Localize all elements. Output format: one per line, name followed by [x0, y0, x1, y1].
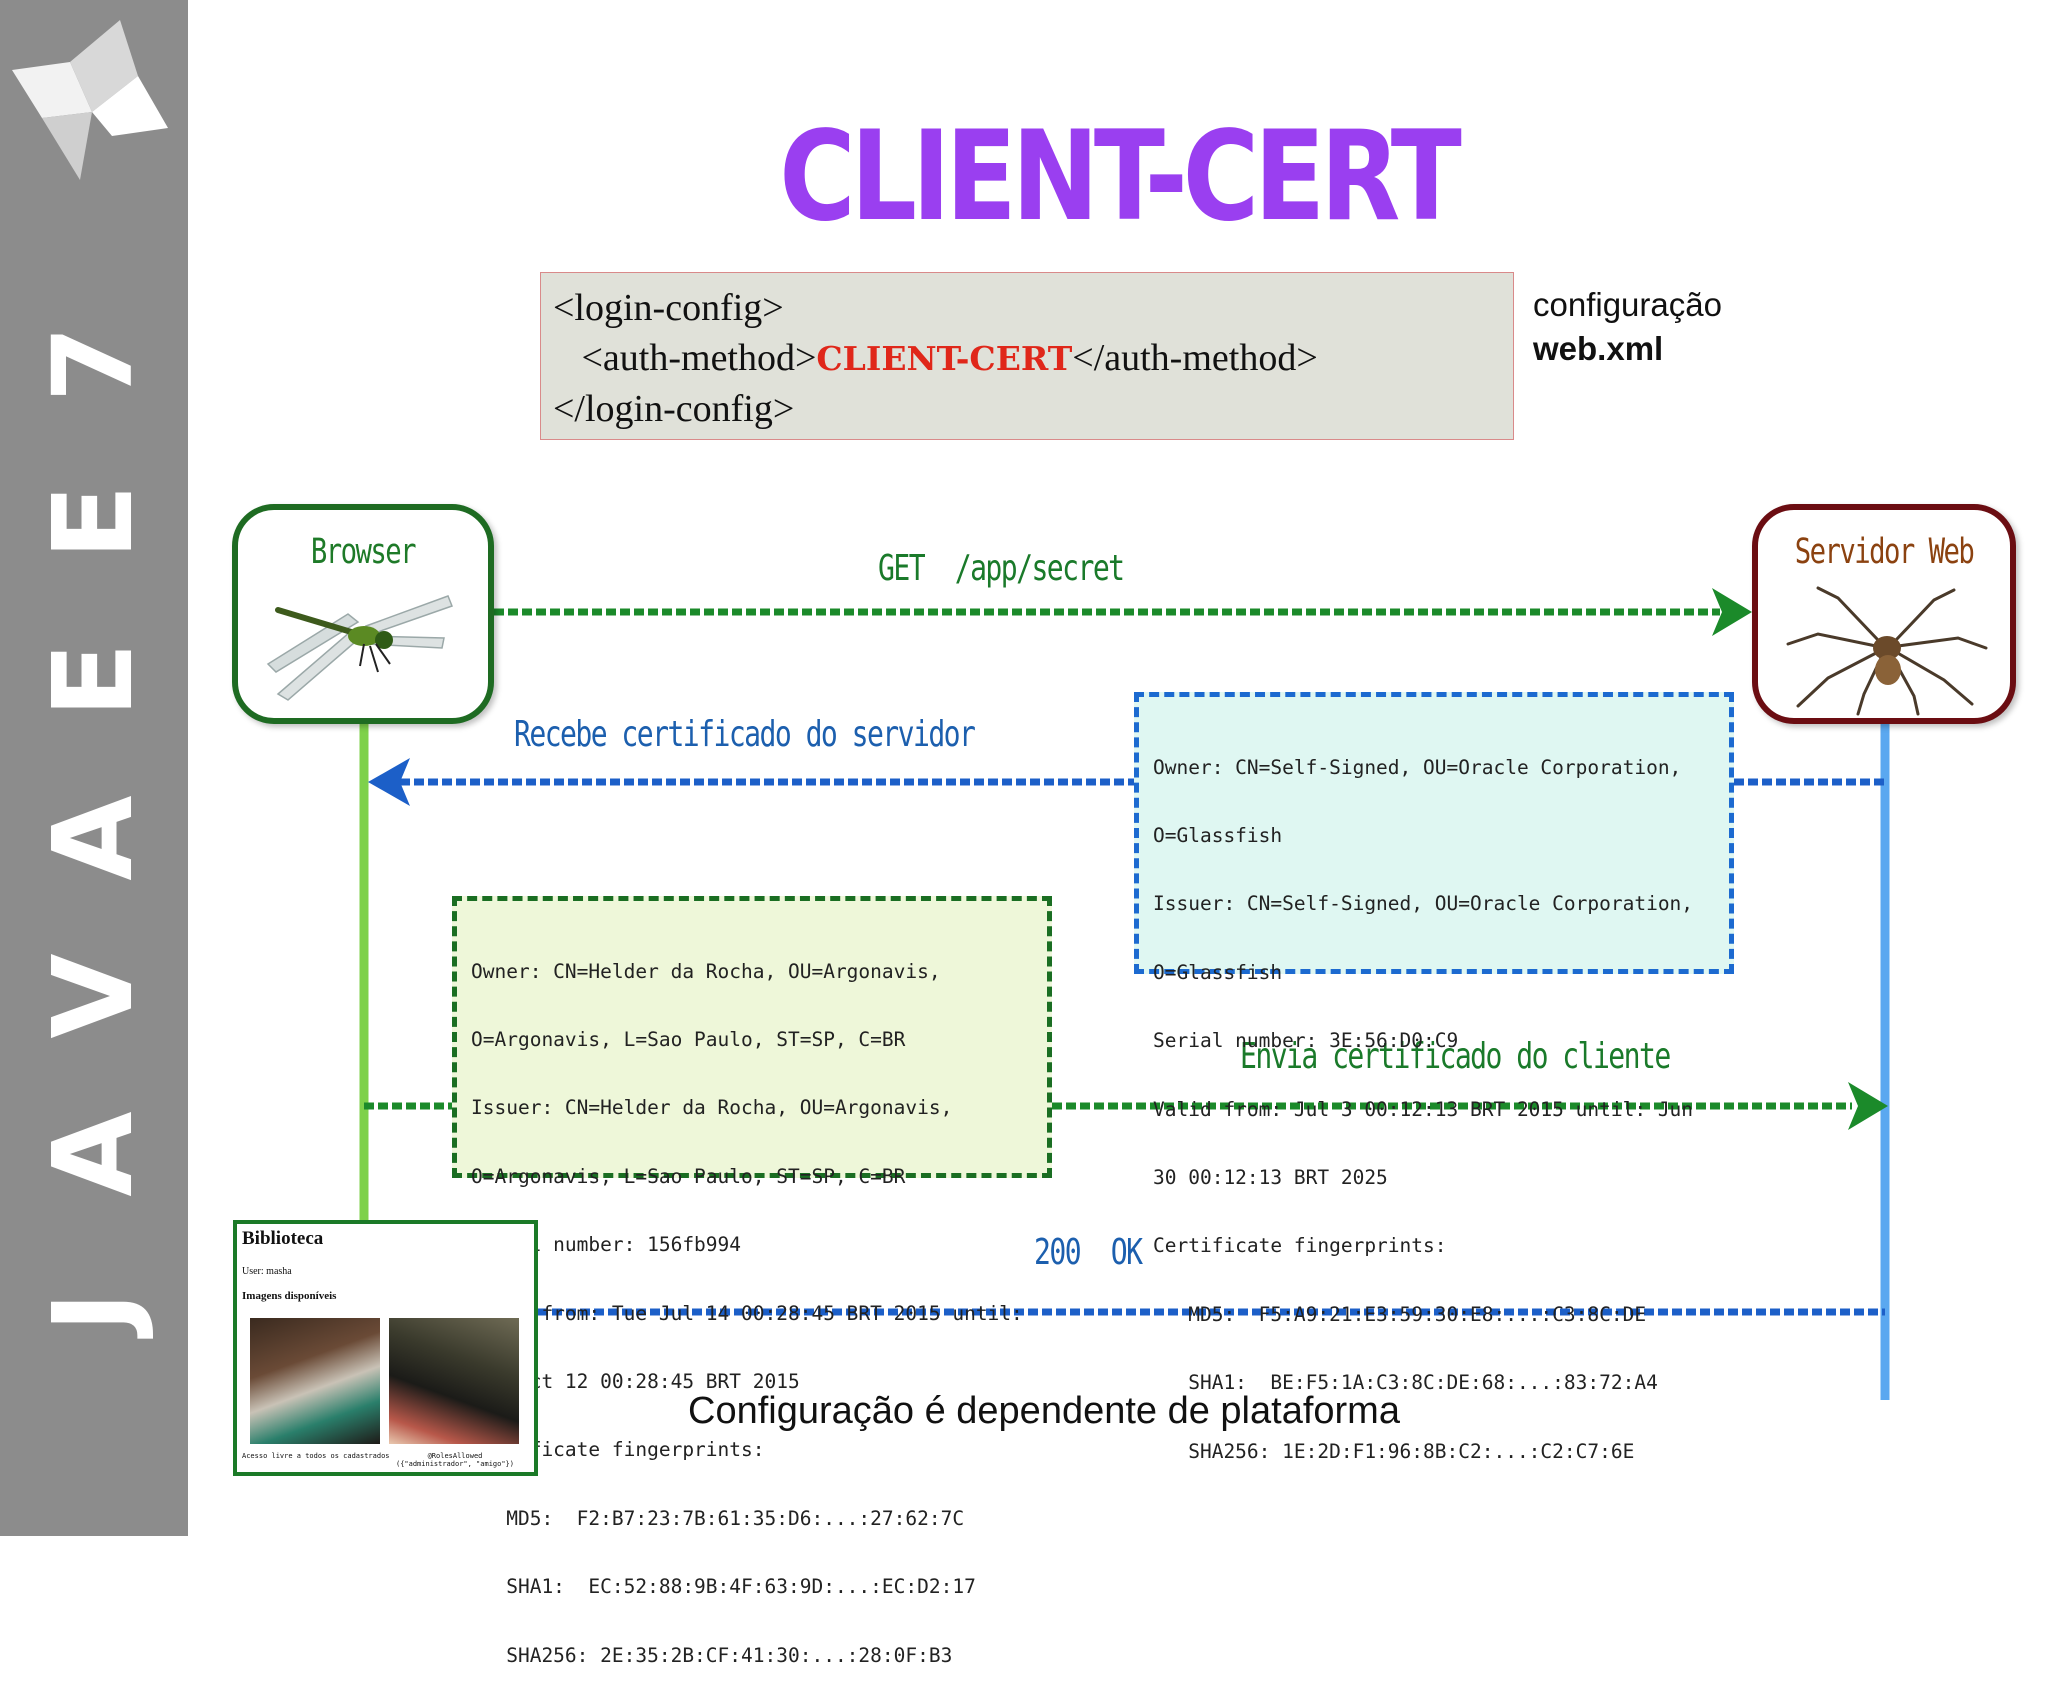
message-send-label: Envia certificado do cliente: [1240, 1036, 1671, 1077]
server-certificate: Owner: CN=Self-Signed, OU=Oracle Corpora…: [1134, 692, 1734, 1462]
dragonfly-icon: [266, 595, 453, 701]
sequence-diagram: [359, 588, 1890, 1400]
cert-line: Owner: CN=Helder da Rocha, OU=Argonavis,: [471, 959, 941, 983]
code-line-2: <auth-method>CLIENT-CERT</auth-method>: [553, 333, 1513, 384]
slide-title: CLIENT-CERT: [779, 105, 1462, 249]
cert-line: Owner: CN=Self-Signed, OU=Oracle Corpora…: [1153, 755, 1682, 779]
app-images-heading: Imagens disponíveis: [242, 1290, 337, 1302]
cert-line: Valid from: Tue Jul 14 00:28:45 BRT 2015…: [471, 1301, 1023, 1325]
java-ee-logo-icon: [12, 20, 168, 180]
app-photo: [250, 1318, 380, 1444]
code-open-tag: <auth-method>: [553, 337, 817, 379]
cert-line: SHA1: BE:F5:1A:C3:8C:DE:68:...:83:72:A4: [1153, 1371, 1658, 1395]
app-screenshot: Biblioteca User: masha Imagens disponíve…: [233, 1220, 538, 1476]
get-arrow-head: [1712, 588, 1752, 636]
footer-note: Configuração é dependente de plataforma: [688, 1390, 1400, 1432]
receive-arrow-head: [368, 758, 410, 806]
cert-line: SHA256: 1E:2D:F1:96:8B:C2:...:C2:C7:6E: [1153, 1439, 1635, 1463]
cert-line: O=Argonavis, L=Sao Paulo, ST=SP, C=BR: [471, 1164, 906, 1188]
send-arrow-head: [1848, 1082, 1888, 1130]
code-line-3: </login-config>: [553, 388, 795, 430]
server-label: Servidor Web: [1794, 532, 1975, 572]
cert-line: Issuer: CN=Self-Signed, OU=Oracle Corpor…: [1153, 892, 1694, 916]
message-receive-label: Recebe certificado do servidor: [514, 714, 976, 755]
cert-line: MD5: F2:B7:23:7B:61:35:D6:...:27:62:7C: [471, 1506, 965, 1530]
cert-line: SHA1: EC:52:88:9B:4F:63:9D:...:EC:D2:17: [471, 1575, 976, 1599]
cert-line: Serial number: 3E:56:D0:C9: [1153, 1029, 1459, 1053]
cert-line: Certificate fingerprints:: [1153, 1234, 1447, 1258]
sidebar: 7 E E A V A J: [0, 0, 188, 1536]
cert-line: Certificate fingerprints:: [471, 1438, 765, 1462]
cert-line: 30 00:12:13 BRT 2025: [1153, 1165, 1388, 1189]
app-title: Biblioteca: [242, 1228, 324, 1249]
cert-line: Issuer: CN=Helder da Rocha, OU=Argonavis…: [471, 1096, 953, 1120]
app-photo: [389, 1318, 519, 1444]
server-node: Servidor Web: [1752, 504, 2016, 724]
spider-icon: [1786, 586, 1988, 716]
code-snippet: <login-config> <auth-method>CLIENT-CERT<…: [540, 272, 1514, 440]
client-certificate: Owner: CN=Helder da Rocha, OU=Argonavis,…: [452, 896, 1052, 1666]
config-file-name: web.xml: [1533, 330, 1664, 367]
cert-line: O=Argonavis, L=Sao Paulo, ST=SP, C=BR: [471, 1027, 906, 1051]
code-close-tag: </auth-method>: [1072, 337, 1318, 379]
config-label: configuração web.xml: [1533, 283, 1722, 371]
browser-label: Browser: [310, 532, 417, 572]
code-keyword: CLIENT-CERT: [816, 339, 1073, 378]
app-caption-line: ({"administrador", "amigo"}): [395, 1460, 514, 1468]
message-ok-label: 200 OK: [1034, 1232, 1143, 1273]
message-get-label: GET /app/secret: [878, 548, 1125, 589]
browser-node: Browser: [232, 504, 494, 724]
cert-line: Serial number: 156fb994: [471, 1233, 742, 1257]
cert-line: MD5: F5:A9:21:E3:59:30:E8:...:C3:8C:DE: [1153, 1302, 1647, 1326]
app-caption-line: @RolesAllowed: [427, 1452, 483, 1460]
config-label-text: configuração: [1533, 286, 1722, 323]
cert-line: O=Glassfish: [1153, 960, 1283, 984]
code-line-1: <login-config>: [553, 287, 784, 329]
app-caption: Acesso livre a todos os cadastrados: [242, 1452, 390, 1460]
cert-line: O=Glassfish: [1153, 823, 1283, 847]
app-user: User: masha: [242, 1266, 292, 1277]
cert-line: Valid from: Jul 3 00:12:13 BRT 2015 unti…: [1153, 1097, 1694, 1121]
app-caption: @RolesAllowed ({"administrador", "amigo"…: [395, 1452, 515, 1468]
cert-line: SHA256: 2E:35:2B:CF:41:30:...:28:0F:B3: [471, 1643, 953, 1667]
